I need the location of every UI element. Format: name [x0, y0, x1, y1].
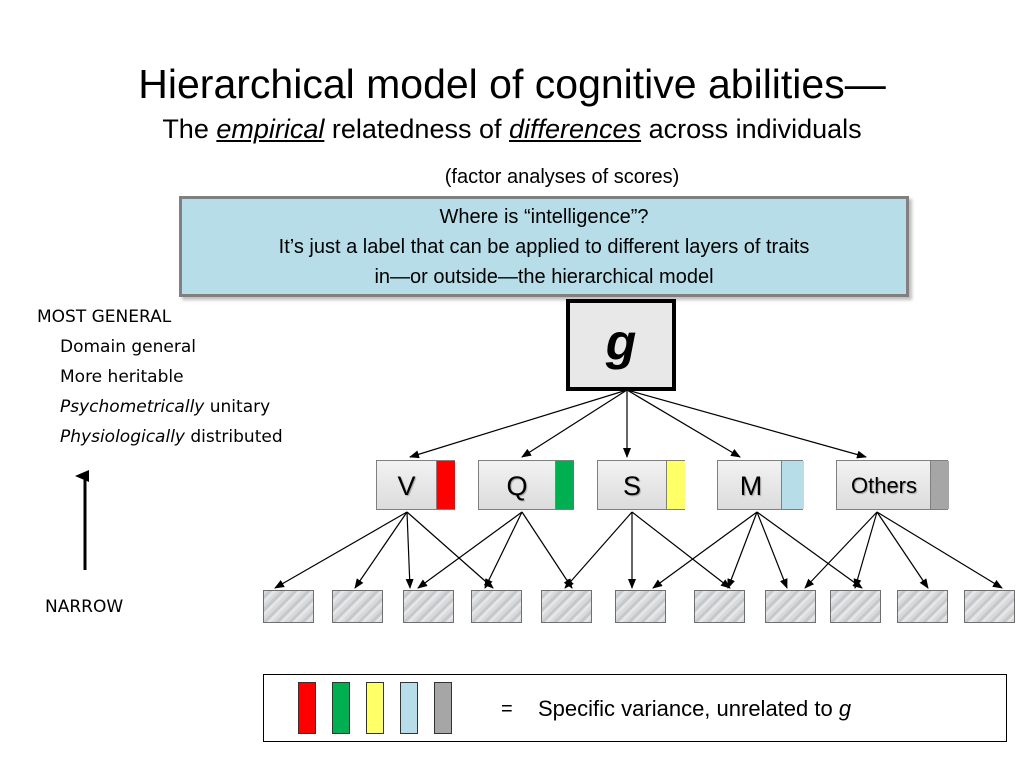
factor-analyses-note: (factor analyses of scores) — [444, 166, 680, 188]
factor-m-specific-bar — [781, 461, 804, 509]
narrow-ability-box — [471, 590, 522, 623]
legend-text-main: Specific variance, unrelated to — [538, 696, 839, 721]
label-more-heritable: More heritable — [60, 367, 184, 387]
narrow-ability-box — [765, 590, 816, 623]
factor-v: V — [376, 460, 455, 510]
factor-v-specific-bar — [436, 461, 455, 509]
factor-others-label: Others — [850, 473, 918, 498]
subtitle-post: across individuals — [641, 114, 862, 144]
factor-s: S — [597, 460, 685, 510]
narrow-ability-box — [830, 590, 881, 623]
arrow-g-to-q — [521, 389, 628, 458]
legend-text-g: g — [838, 696, 852, 721]
psychometrically-word: Psychometrically — [60, 397, 205, 417]
factor-q: Q — [478, 460, 574, 510]
callout-line-3: in—or outside—the hierarchical model — [374, 266, 714, 288]
subtitle-empirical: empirical — [216, 114, 325, 144]
factor-s-label: S — [622, 471, 641, 501]
narrow-ability-box — [332, 590, 383, 623]
legend-swatch-red — [298, 682, 316, 734]
subtitle-pre: The — [162, 114, 217, 144]
label-most-general: MOST GENERAL — [37, 307, 172, 327]
legend-swatch-yellow — [366, 682, 384, 734]
legend-equals: = — [501, 698, 513, 720]
factor-m: M — [717, 460, 804, 510]
specific-variance-legend: = Specific variance, unrelated to g — [263, 674, 1007, 742]
g-factor-node: g — [566, 299, 676, 391]
callout-line-1: Where is “intelligence”? — [439, 206, 649, 228]
callout-line-2: It’s just a label that can be applied to… — [278, 236, 810, 258]
subtitle-mid: relatedness of — [324, 114, 509, 144]
narrow-ability-box — [964, 590, 1015, 623]
label-narrow: NARROW — [45, 597, 124, 617]
arrow-g-to-m — [626, 389, 741, 458]
narrow-ability-box — [694, 590, 745, 623]
legend-swatch-gray — [434, 682, 452, 734]
label-psychometrically-unitary: Psychometrically unitary — [60, 392, 270, 422]
slide-title: Hierarchical model of cognitive abilitie… — [138, 61, 886, 107]
factor-others-specific-bar — [930, 461, 949, 509]
narrow-ability-box — [615, 590, 666, 623]
factor-q-specific-bar — [555, 461, 574, 509]
factor-others: Others — [836, 460, 949, 510]
legend-swatch-light-blue — [400, 682, 418, 734]
physiologically-word: Physiologically — [60, 427, 185, 447]
arrow-g-to-others — [626, 389, 867, 459]
factor-v-label: V — [397, 471, 416, 501]
unitary-word: unitary — [204, 397, 271, 417]
arrow-g-to-v — [409, 389, 628, 459]
narrow-ability-box — [897, 590, 948, 623]
distributed-word: distributed — [184, 427, 283, 447]
legend-text: Specific variance, unrelated to g — [538, 695, 851, 723]
factor-s-specific-bar — [666, 461, 685, 509]
label-domain-general: Domain general — [60, 337, 196, 357]
factor-m-label: M — [739, 471, 763, 501]
factor-q-label: Q — [506, 471, 528, 501]
label-physiologically-distributed: Physiologically distributed — [60, 422, 283, 452]
narrow-ability-box — [541, 590, 592, 623]
narrow-ability-box — [403, 590, 454, 623]
intelligence-callout: Where is “intelligence”? It’s just a lab… — [179, 196, 909, 297]
subtitle-differences: differences — [509, 114, 642, 144]
slide-subtitle: The empirical relatedness of differences… — [0, 111, 1024, 147]
legend-swatch-green — [332, 682, 350, 734]
narrow-ability-box — [263, 590, 314, 623]
